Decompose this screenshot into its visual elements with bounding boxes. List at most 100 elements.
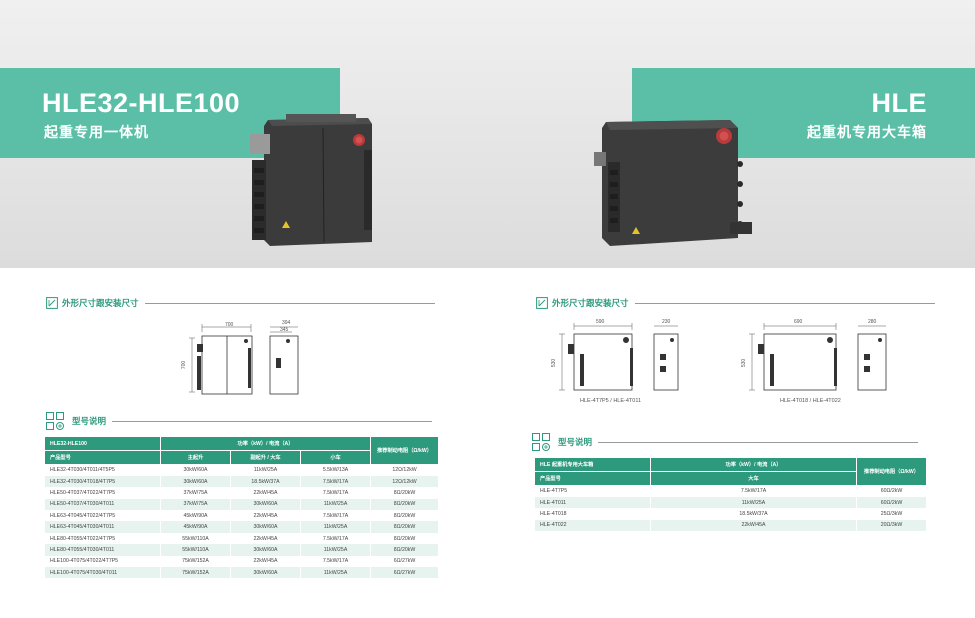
- left-table-col-a-header: 主起升: [160, 450, 231, 465]
- model-cell: HLE80-4T055/4T030/4T011: [44, 544, 161, 556]
- right-device-image: [594, 120, 752, 246]
- left-product-title: HLE32-HLE100: [42, 88, 241, 118]
- model-cell: HLE32-4T030/4T018/4T7P5: [44, 475, 161, 488]
- right-drawing2-width: 690: [794, 319, 803, 325]
- value-cell: 7.5kW/17A: [299, 532, 372, 545]
- model-cell: HLE32-4T030/4T011/4T5P5: [44, 464, 161, 476]
- value-cell: 30kW/60A: [230, 544, 301, 556]
- left-depth-total-dimension: 394: [282, 320, 291, 326]
- value-cell: 30kW/60A: [230, 521, 301, 533]
- brake-cell: 6Ω/27kW: [370, 555, 440, 568]
- left-model-table: HLE32-HLE100 功率（kW）/ 电流（A） 推荐制动电阻（Ω/kW） …: [44, 436, 440, 579]
- right-dimension-heading-rule: [634, 302, 935, 304]
- model-cell: HLE-4T011: [534, 496, 651, 509]
- model-grid-icon: [46, 412, 64, 430]
- right-product-subtitle: 起重机专用大车箱: [807, 124, 927, 140]
- value-cell: 22kW/45A: [230, 510, 301, 522]
- right-dimension-drawing-2: [749, 323, 887, 391]
- right-drawing2-height: 530: [741, 358, 748, 368]
- model-cell: HLE-4T7P5: [534, 485, 651, 497]
- brake-cell: 8Ω/20kW: [370, 532, 440, 545]
- model-cell: HLE-4T022: [534, 519, 651, 532]
- brake-cell: 25Ω/3kW: [856, 508, 927, 520]
- value-cell: 75kW/152A: [160, 567, 231, 579]
- value-cell: 5.5kW/13A: [299, 464, 372, 476]
- left-dimension-drawing: [189, 324, 299, 395]
- brake-cell: 8Ω/20kW: [370, 510, 440, 522]
- value-cell: 37kW/75A: [160, 498, 231, 511]
- left-device-image: [250, 114, 372, 246]
- brake-cell: 8Ω/20kW: [370, 498, 440, 511]
- value-cell: 55kW/110A: [160, 544, 231, 556]
- left-height-dimension: 700: [181, 360, 188, 370]
- right-drawing1-width: 590: [596, 319, 605, 325]
- ruler-icon: [46, 297, 58, 309]
- left-model-section-heading: 型号说明: [46, 412, 433, 430]
- value-cell: 30kW/60A: [160, 464, 231, 476]
- value-cell: 11kW/25A: [299, 544, 372, 556]
- value-cell: 11kW/25A: [230, 464, 301, 476]
- value-cell: 7.5kW/17A: [299, 510, 372, 522]
- value-cell: 22kW/45A: [230, 487, 301, 499]
- left-dimension-heading-label: 外形尺寸跟安装尺寸: [62, 298, 139, 308]
- brake-cell: 60Ω/2kW: [856, 485, 927, 497]
- model-cell: HLE63-4T045/4T022/4T7P5: [44, 510, 161, 522]
- left-product-subtitle: 起重专用一体机: [44, 124, 149, 140]
- value-cell: 30kW/60A: [160, 475, 231, 488]
- model-cell: HLE50-4T037/4T022/4T7P5: [44, 487, 161, 499]
- right-drawing2-caption: HLE-4T018 / HLE-4T022: [780, 398, 841, 404]
- right-dimension-section-heading: 外形尺寸跟安装尺寸: [536, 297, 935, 309]
- value-cell: 22kW/45A: [650, 519, 857, 532]
- value-cell: 22kW/45A: [230, 555, 301, 568]
- brake-cell: 12Ω/12kW: [370, 475, 440, 488]
- model-cell: HLE100-4T075/4T022/4T7P5: [44, 555, 161, 568]
- ruler-icon: [536, 297, 548, 309]
- brake-cell: 8Ω/20kW: [370, 521, 440, 533]
- right-drawing1-height: 530: [551, 358, 558, 368]
- right-table-model-header: 产品型号: [534, 471, 651, 486]
- brake-cell: 20Ω/3kW: [856, 519, 927, 532]
- value-cell: 7.5kW/17A: [299, 475, 372, 488]
- right-table-brake-header: 推荐制动电阻（Ω/kW）: [856, 457, 927, 486]
- model-cell: HLE80-4T055/4T022/4T7P5: [44, 532, 161, 545]
- value-cell: 7.5kW/17A: [299, 487, 372, 499]
- left-model-heading-rule: [112, 420, 433, 422]
- right-model-heading-rule: [598, 441, 919, 443]
- right-drawing2-depth: 280: [868, 319, 877, 325]
- model-grid-icon: [532, 433, 550, 451]
- model-cell: HLE100-4T075/4T030/4T011: [44, 567, 161, 579]
- right-dimension-heading-label: 外形尺寸跟安装尺寸: [552, 298, 629, 308]
- brake-cell: 6Ω/27kW: [370, 567, 440, 579]
- right-table-group-header: HLE 起重机专用大车箱: [534, 457, 651, 472]
- right-model-section-heading: 型号说明: [532, 433, 919, 451]
- value-cell: 75kW/152A: [160, 555, 231, 568]
- value-cell: 30kW/60A: [230, 498, 301, 511]
- model-cell: HLE63-4T045/4T030/4T011: [44, 521, 161, 533]
- brake-cell: 8Ω/20kW: [370, 487, 440, 499]
- left-table-power-header: 功率（kW）/ 电流（A）: [159, 436, 372, 451]
- brake-cell: 12Ω/12kW: [370, 464, 440, 476]
- model-cell: HLE-4T018: [534, 508, 651, 520]
- left-dimension-section-heading: 外形尺寸跟安装尺寸: [46, 297, 435, 309]
- left-table-group-header: HLE32-HLE100: [44, 436, 161, 451]
- value-cell: 7.5kW/17A: [299, 555, 372, 568]
- right-drawing1-caption: HLE-4T7P5 / HLE-4T011: [580, 398, 642, 404]
- model-cell: HLE50-4T037/4T030/4T011: [44, 498, 161, 511]
- value-cell: 45kW/90A: [160, 510, 231, 522]
- right-product-title: HLE: [871, 88, 927, 118]
- value-cell: 18.5kW/37A: [230, 475, 301, 488]
- value-cell: 55kW/110A: [160, 532, 231, 545]
- value-cell: 45kW/90A: [160, 521, 231, 533]
- left-table-brake-header: 推荐制动电阻（Ω/kW）: [370, 436, 440, 465]
